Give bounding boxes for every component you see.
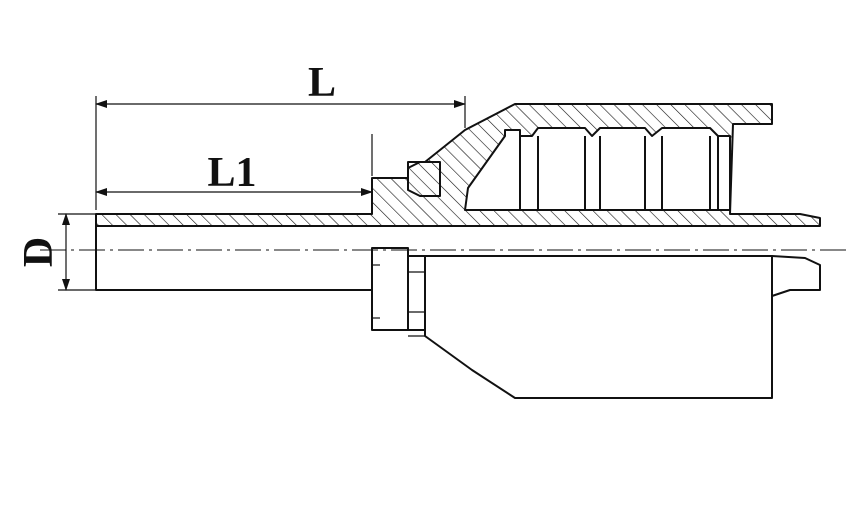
- dimension-L1: L1: [95, 134, 373, 196]
- barbs: [519, 136, 719, 210]
- dimension-D: D: [16, 213, 96, 291]
- dimension-L1-label: L1: [207, 150, 256, 196]
- ferrule-body: [424, 255, 773, 399]
- outside-view-lower: [95, 226, 821, 399]
- dimension-L-label: L: [308, 60, 336, 106]
- section-view-upper: [95, 103, 821, 227]
- nut-section: [407, 161, 441, 197]
- nipple-tube: [95, 226, 372, 291]
- ferrule-inner-cavity: [464, 127, 731, 211]
- dimension-D-label: D: [16, 237, 62, 267]
